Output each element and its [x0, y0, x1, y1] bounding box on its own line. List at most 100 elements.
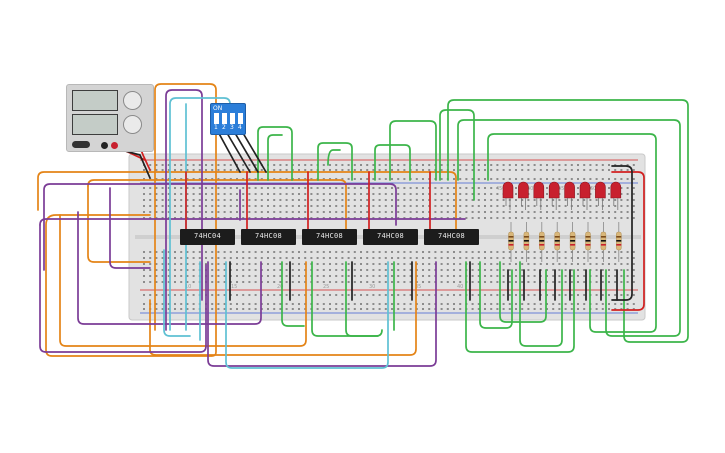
breadboard-hole[interactable]: [174, 164, 176, 166]
breadboard-hole[interactable]: [254, 257, 257, 259]
wire[interactable]: [223, 127, 251, 173]
breadboard-hole[interactable]: [347, 257, 350, 259]
breadboard-hole[interactable]: [409, 275, 412, 277]
breadboard-hole[interactable]: [149, 193, 152, 195]
breadboard-hole[interactable]: [322, 178, 325, 180]
breadboard-hole[interactable]: [502, 211, 505, 213]
breadboard-hole[interactable]: [533, 199, 536, 201]
breadboard-hole[interactable]: [310, 199, 313, 201]
breadboard-hole[interactable]: [496, 187, 499, 189]
breadboard-hole[interactable]: [564, 251, 567, 253]
breadboard-hole[interactable]: [378, 187, 381, 189]
breadboard-hole[interactable]: [508, 178, 511, 180]
breadboard-hole[interactable]: [155, 303, 158, 305]
breadboard-hole[interactable]: [484, 269, 486, 271]
breadboard-hole[interactable]: [366, 169, 369, 171]
breadboard-hole[interactable]: [192, 257, 195, 259]
breadboard-hole[interactable]: [577, 281, 579, 283]
breadboard-hole[interactable]: [273, 217, 276, 219]
breadboard-hole[interactable]: [167, 205, 170, 207]
breadboard-hole[interactable]: [508, 294, 511, 296]
breadboard-hole[interactable]: [570, 164, 573, 166]
breadboard-hole[interactable]: [291, 308, 294, 310]
breadboard-hole[interactable]: [192, 211, 195, 213]
breadboard-hole[interactable]: [415, 205, 418, 207]
led[interactable]: [610, 181, 622, 210]
breadboard-hole[interactable]: [552, 211, 555, 213]
breadboard-hole[interactable]: [291, 205, 294, 207]
breadboard-hole[interactable]: [384, 187, 387, 189]
breadboard-hole[interactable]: [291, 211, 294, 213]
breadboard-hole[interactable]: [143, 263, 145, 265]
breadboard-hole[interactable]: [409, 187, 412, 189]
breadboard-hole[interactable]: [552, 263, 555, 265]
breadboard-hole[interactable]: [521, 164, 524, 166]
breadboard-hole[interactable]: [167, 263, 170, 265]
breadboard-hole[interactable]: [322, 275, 325, 277]
breadboard-hole[interactable]: [174, 308, 176, 310]
breadboard-hole[interactable]: [471, 269, 474, 271]
breadboard-hole[interactable]: [620, 193, 623, 195]
breadboard-hole[interactable]: [192, 275, 195, 277]
breadboard-hole[interactable]: [236, 308, 238, 310]
voltage-knob[interactable]: [123, 91, 142, 110]
breadboard-hole[interactable]: [490, 211, 493, 213]
breadboard-hole[interactable]: [366, 251, 369, 253]
breadboard-hole[interactable]: [440, 263, 443, 265]
breadboard-hole[interactable]: [632, 303, 635, 305]
breadboard-hole[interactable]: [459, 205, 462, 207]
breadboard-hole[interactable]: [341, 217, 344, 219]
breadboard-hole[interactable]: [335, 257, 338, 259]
breadboard-hole[interactable]: [471, 187, 474, 189]
breadboard-hole[interactable]: [564, 205, 567, 207]
resistor[interactable]: [600, 222, 607, 262]
breadboard-hole[interactable]: [236, 205, 238, 207]
breadboard-hole[interactable]: [422, 205, 424, 207]
breadboard-hole[interactable]: [533, 169, 536, 171]
breadboard-hole[interactable]: [174, 303, 176, 305]
breadboard-hole[interactable]: [372, 303, 375, 305]
breadboard-hole[interactable]: [527, 308, 530, 310]
breadboard-hole[interactable]: [267, 187, 269, 189]
breadboard-hole[interactable]: [291, 281, 294, 283]
breadboard-hole[interactable]: [353, 211, 356, 213]
breadboard-hole[interactable]: [595, 275, 598, 277]
breadboard-hole[interactable]: [322, 263, 325, 265]
breadboard-hole[interactable]: [502, 178, 505, 180]
breadboard-hole[interactable]: [248, 193, 251, 195]
breadboard-hole[interactable]: [453, 217, 455, 219]
breadboard-hole[interactable]: [254, 193, 257, 195]
breadboard-hole[interactable]: [558, 275, 561, 277]
breadboard-hole[interactable]: [341, 164, 344, 166]
breadboard-hole[interactable]: [273, 257, 276, 259]
breadboard-hole[interactable]: [341, 257, 344, 259]
breadboard-hole[interactable]: [434, 193, 437, 195]
breadboard-hole[interactable]: [149, 269, 152, 271]
breadboard-hole[interactable]: [174, 199, 176, 201]
breadboard-hole[interactable]: [459, 275, 462, 277]
breadboard-hole[interactable]: [484, 217, 486, 219]
breadboard-hole[interactable]: [347, 281, 350, 283]
breadboard-hole[interactable]: [533, 205, 536, 207]
breadboard-hole[interactable]: [552, 281, 555, 283]
breadboard-hole[interactable]: [564, 257, 567, 259]
breadboard-hole[interactable]: [378, 269, 381, 271]
breadboard-hole[interactable]: [353, 164, 356, 166]
breadboard-hole[interactable]: [229, 308, 232, 310]
breadboard-hole[interactable]: [521, 269, 524, 271]
breadboard-hole[interactable]: [161, 308, 164, 310]
breadboard-hole[interactable]: [372, 205, 375, 207]
breadboard-hole[interactable]: [632, 251, 635, 253]
breadboard-hole[interactable]: [285, 178, 288, 180]
breadboard-hole[interactable]: [533, 251, 536, 253]
dip-switch-2[interactable]: [222, 113, 227, 124]
breadboard-hole[interactable]: [453, 308, 455, 310]
breadboard-hole[interactable]: [205, 199, 207, 201]
breadboard-hole[interactable]: [583, 281, 586, 283]
breadboard-hole[interactable]: [217, 275, 220, 277]
breadboard-hole[interactable]: [577, 263, 579, 265]
breadboard-hole[interactable]: [589, 205, 592, 207]
wire[interactable]: [457, 119, 681, 337]
breadboard-hole[interactable]: [558, 308, 561, 310]
breadboard-hole[interactable]: [260, 199, 263, 201]
